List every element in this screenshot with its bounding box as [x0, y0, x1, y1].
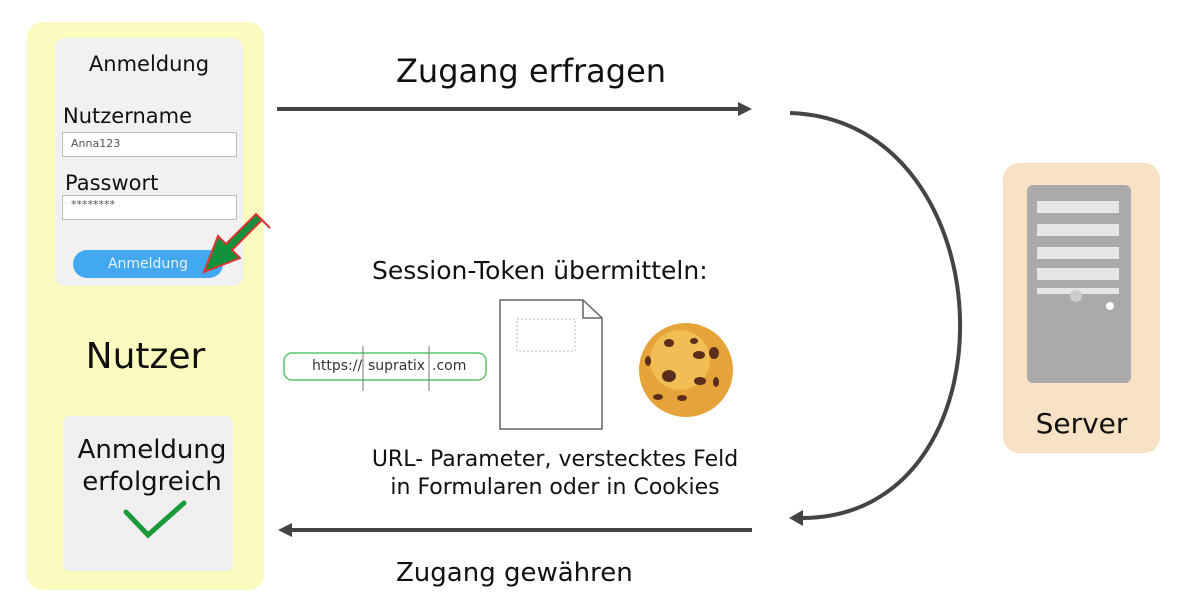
url-tld: .com — [432, 358, 467, 374]
cookie-icon — [639, 323, 733, 417]
methods-description: URL- Parameter, verstecktes Feld in Formu… — [370, 446, 740, 502]
server-label: Server — [1035, 407, 1128, 440]
grant-arrow — [278, 523, 752, 537]
success-line-2: erfolgreich — [82, 467, 222, 497]
token-label: Session-Token übermitteln: — [372, 256, 708, 285]
success-line-1: Anmeldung — [77, 435, 227, 465]
check-icon — [123, 500, 187, 539]
url-domain: supratix — [368, 358, 426, 374]
request-label: Zugang erfragen — [396, 52, 667, 90]
username-input[interactable]: Anna123 — [62, 132, 237, 157]
server-tower-icon — [1027, 185, 1131, 383]
login-button[interactable]: Anmeldung — [73, 250, 223, 278]
pointer-arrow-icon — [202, 212, 271, 274]
actor-label: Nutzer — [85, 336, 206, 377]
login-title: Anmeldung — [88, 52, 210, 76]
username-label: Nutzername — [63, 104, 193, 128]
password-label: Passwort — [65, 171, 159, 195]
request-arrow — [277, 102, 752, 116]
server-arc — [789, 111, 963, 526]
grant-label: Zugang gewähren — [396, 558, 633, 588]
url-scheme: https:// — [312, 358, 363, 374]
login-form — [55, 38, 243, 286]
url-bar — [283, 346, 487, 391]
methods-line-2: in Formularen oder in Cookies — [390, 475, 720, 500]
methods-line-1: URL- Parameter, verstecktes Feld — [371, 447, 739, 472]
password-input[interactable]: ******** — [62, 195, 237, 220]
success-card — [63, 416, 233, 571]
document-icon — [499, 299, 603, 430]
